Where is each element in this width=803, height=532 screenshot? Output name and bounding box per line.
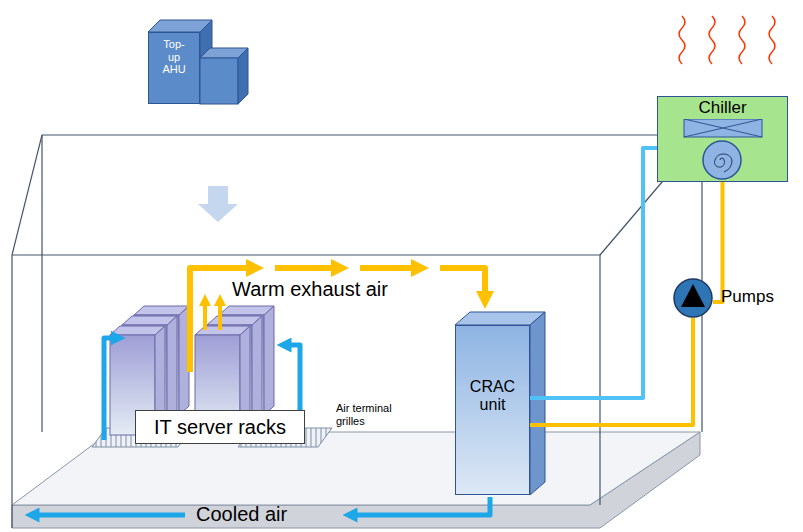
return-water-pipe (530, 318, 693, 425)
ahu-body (148, 20, 248, 104)
airflow-label: Cooled air (196, 503, 287, 526)
rack-side (167, 316, 177, 425)
crac-body (455, 312, 545, 495)
node-label: Top- up AHU (159, 38, 189, 76)
node-label: Pumps (721, 287, 774, 307)
supply-air-arrow (198, 186, 238, 222)
room-outline (12, 135, 702, 528)
return-water-pipe (713, 182, 723, 302)
chilled-water-pipe (530, 148, 657, 398)
rack-side (264, 306, 274, 415)
crac-unit: CRAC unit (455, 325, 530, 495)
cooled-airflow (32, 338, 490, 515)
rack-label-box: IT server racks (135, 410, 305, 444)
air-handling-unit: Top- up AHU (148, 32, 200, 104)
grille-label: Air terminal grilles (336, 402, 398, 427)
chiller-fan-compressor (658, 119, 789, 183)
rack-side (252, 316, 262, 425)
pump-circle (673, 278, 713, 318)
pump-symbol: Pumps (673, 278, 783, 318)
chiller-box: Chiller (657, 96, 788, 182)
exhaust-airflow (190, 268, 485, 372)
node-label: CRAC unit (460, 378, 525, 415)
airflow-label: Warm exhaust air (232, 278, 388, 301)
heat-rejection (679, 16, 775, 64)
node-label: IT server racks (154, 416, 286, 439)
node-label: Chiller (658, 97, 787, 118)
